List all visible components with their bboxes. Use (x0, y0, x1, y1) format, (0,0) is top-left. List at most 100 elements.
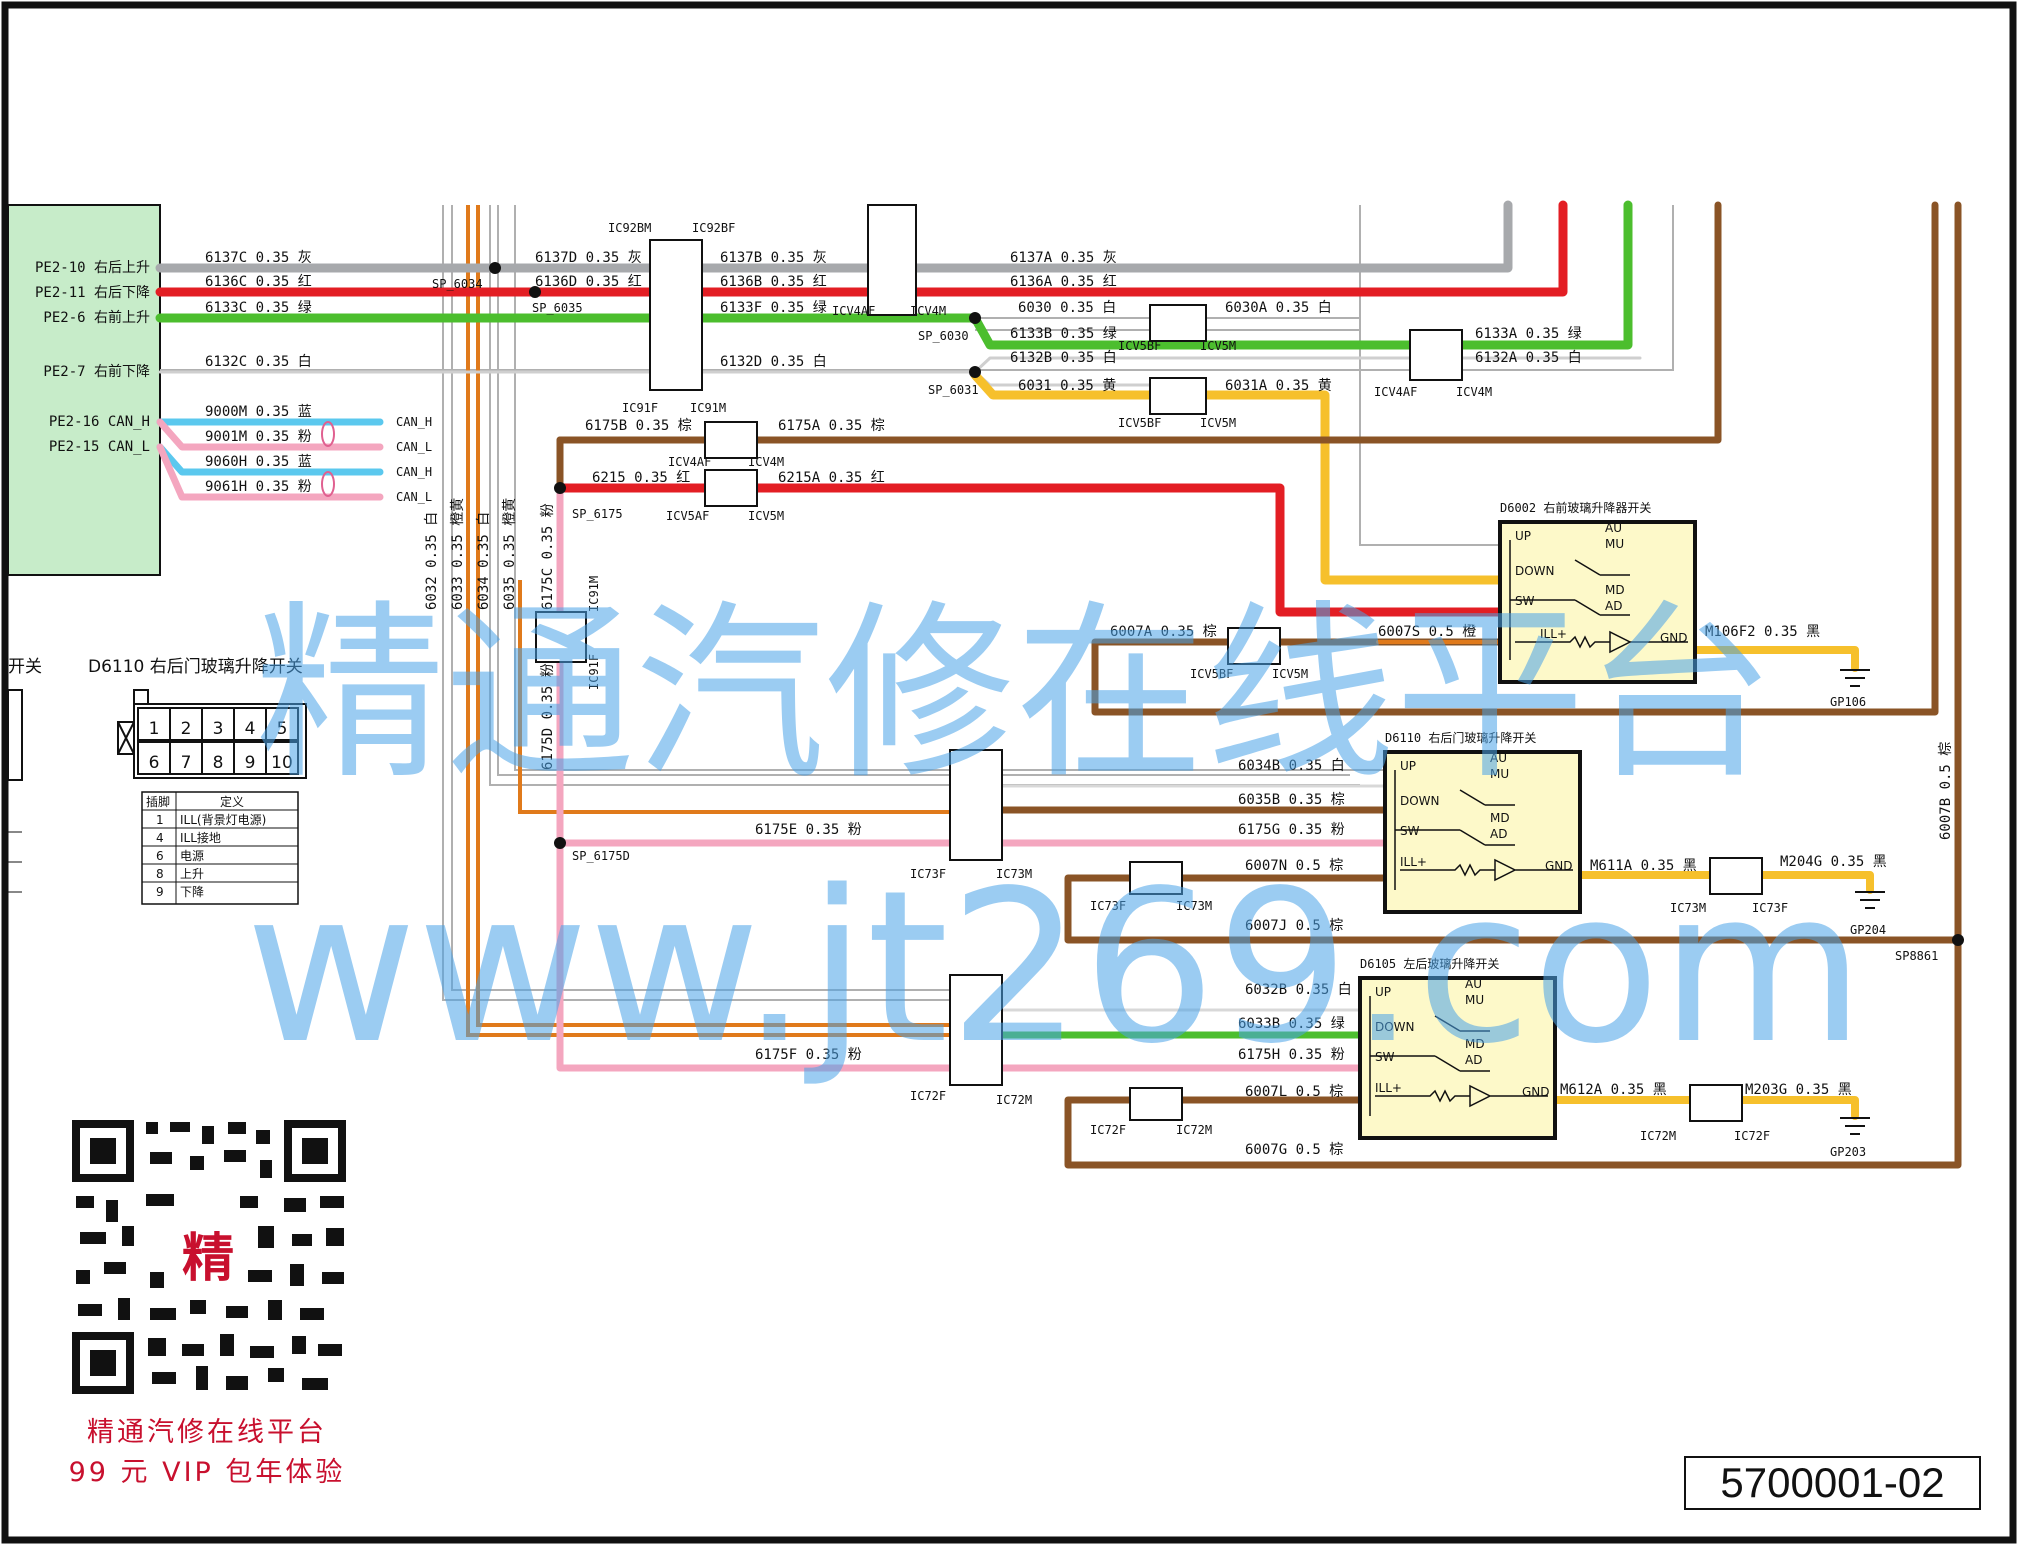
svg-text:AU: AU (1605, 521, 1622, 535)
connector-label: ICV5BF (1190, 667, 1233, 681)
wire-label: 6132B 0.35 白 (1010, 350, 1117, 366)
wire-label: M204G 0.35 黑 (1780, 854, 1887, 870)
pin-cell: 1 (149, 719, 160, 739)
module-pin-5: PE2-16 CAN_H (49, 414, 150, 430)
pinout-left-title: 开关 (8, 657, 42, 677)
svg-text:MU: MU (1465, 993, 1484, 1007)
wire-label: 6215A 0.35 红 (778, 470, 885, 486)
svg-text:ILL接地: ILL接地 (180, 830, 221, 845)
connector-label: IC73M (1670, 901, 1706, 915)
svg-text:MD: MD (1465, 1037, 1485, 1051)
connector-label: ICV5M (1200, 339, 1236, 353)
svg-text:AD: AD (1490, 827, 1507, 841)
wire-label: 6034 0.35 白 (476, 512, 492, 610)
splice-label: SP_6034 (432, 277, 483, 291)
pinout-table: 插脚 定义 1 ILL(背景灯电源) 4 ILL接地 6 电源 8 上升 9 下… (7, 791, 299, 905)
connector-label: IC91M (587, 576, 601, 612)
connector-label: IC92BM (608, 221, 651, 235)
connector-label: IC91F (622, 401, 658, 415)
ground-label: GP106 (1830, 695, 1866, 709)
wire-6175-pink (556, 484, 969, 1072)
promo-line-2: 99 元 VIP 包年体验 (68, 1457, 346, 1488)
pinout-title: D6110 右后门玻璃升降开关 (88, 657, 303, 677)
wire-label: 6133F 0.35 绿 (720, 300, 827, 316)
module-pin-1: PE2-10 右后上升 (35, 260, 150, 276)
wire-label: 6132D 0.35 白 (720, 354, 827, 370)
wire-label: M611A 0.35 黑 (1590, 858, 1697, 874)
svg-text:上升: 上升 (180, 867, 204, 881)
connector-label: IC73F (910, 867, 946, 881)
connector-label: IC73F (1752, 901, 1788, 915)
wire-6137-grey (155, 200, 1513, 273)
wire-label: 6215 0.35 红 (592, 470, 690, 486)
watermark-line1: 精通汽修在线平台 (255, 584, 1775, 805)
svg-text:MD: MD (1490, 811, 1510, 825)
connector-label-group: IC92BM IC92BF IC91F IC91M ICV4AF ICV4M I… (587, 221, 1788, 1143)
connector-label: ICV5M (1272, 667, 1308, 681)
svg-text:9: 9 (156, 885, 164, 899)
promo-line-1: 精通汽修在线平台 (87, 1417, 327, 1448)
wire-label: M203G 0.35 黑 (1745, 1082, 1852, 1098)
svg-text:DOWN: DOWN (1400, 794, 1440, 808)
connector-label: IC91F (587, 654, 601, 690)
connector-label: IC72F (910, 1089, 946, 1103)
svg-text:SW: SW (1400, 824, 1420, 838)
svg-text:SW: SW (1515, 594, 1535, 608)
svg-text:ILL+: ILL+ (1540, 627, 1567, 641)
wire-label-group: 6137C 0.35 灰 6136C 0.35 红 6133C 0.35 绿 6… (205, 250, 1954, 1158)
connector-label: IC73F (1090, 899, 1126, 913)
wire-label: 6007S 0.5 橙 (1378, 624, 1476, 640)
wire-label: 6032 0.35 白 (424, 512, 440, 610)
svg-text:插脚: 插脚 (146, 794, 170, 809)
svg-text:ILL+: ILL+ (1400, 855, 1427, 869)
wire-6136-red (155, 200, 1568, 297)
splice-label: SP_6175 (572, 507, 623, 521)
svg-text:UP: UP (1375, 985, 1391, 999)
wire-label: 6175G 0.35 粉 (1238, 822, 1345, 838)
wire-label: 6032B 0.35 白 (1245, 982, 1352, 998)
wire-label: M106F2 0.35 黑 (1705, 624, 1820, 640)
can-tag: CAN_H (396, 415, 432, 429)
svg-text:AD: AD (1465, 1053, 1482, 1067)
svg-text:AU: AU (1490, 751, 1507, 765)
wire-m611a (1574, 871, 1874, 894)
connector-label: IC91M (690, 401, 726, 415)
wire-label: 6007A 0.35 棕 (1110, 624, 1217, 640)
pin-cell: 5 (277, 719, 288, 739)
wire-label: 6030A 0.35 白 (1225, 300, 1332, 316)
connector-label: IC72F (1090, 1123, 1126, 1137)
wire-label: 9061H 0.35 粉 (205, 479, 312, 495)
splice-label: SP_6175D (572, 849, 630, 863)
svg-text:GND: GND (1545, 859, 1573, 873)
module-pin-3: PE2-6 右前上升 (43, 309, 150, 326)
wire-label: 6133A 0.35 绿 (1475, 326, 1582, 342)
wire-label: 6030 0.35 白 (1018, 300, 1116, 316)
wire-label: 6007G 0.5 棕 (1245, 1142, 1343, 1158)
wire-label: 6007L 0.5 棕 (1245, 1084, 1343, 1100)
svg-text:GND: GND (1522, 1085, 1550, 1099)
connector-label: ICV5M (748, 509, 784, 523)
wire-label: 6033 0.35 橙黄 (449, 498, 466, 610)
pin-cell: 10 (271, 753, 293, 773)
svg-text:1: 1 (156, 813, 164, 827)
splice-points (489, 262, 1964, 946)
connector-label: ICV4M (910, 304, 946, 318)
wire-label: 6133B 0.35 绿 (1010, 326, 1117, 342)
splice-label: SP_6035 (532, 301, 583, 315)
switch-boxes (1358, 520, 1697, 1140)
connector-label: ICV5BF (1118, 416, 1161, 430)
wire-label: 9060H 0.35 蓝 (205, 454, 312, 470)
wire-6133-green (155, 200, 1633, 350)
pin-cell: 6 (149, 753, 160, 773)
svg-text:UP: UP (1400, 759, 1416, 773)
splice-label: SP_6031 (928, 383, 979, 397)
module-pin-2: PE2-11 右后下降 (35, 285, 150, 301)
qr-code: 精 (70, 1118, 348, 1396)
watermark-line2: www.jt269.com (245, 845, 1865, 1090)
pin-cell: 2 (181, 719, 192, 739)
connector-bodies (535, 204, 1763, 1122)
qr-center-char: 精 (182, 1229, 234, 1289)
connector-label: ICV4AF (1374, 385, 1417, 399)
wire-label: 6007J 0.5 棕 (1245, 918, 1343, 934)
pin-cell: 9 (245, 753, 256, 773)
